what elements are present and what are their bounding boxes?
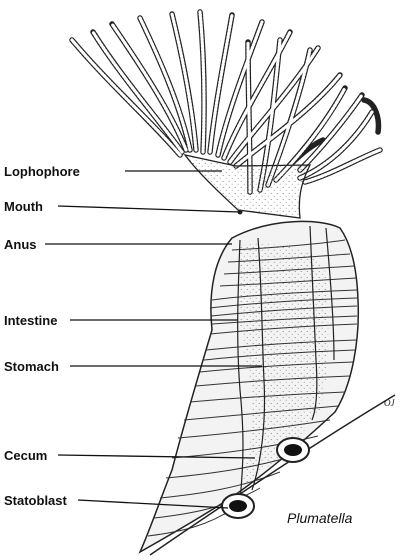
genus-caption: Plumatella (287, 510, 352, 526)
label-anus: Anus (4, 238, 37, 252)
label-intestine: Intestine (4, 314, 57, 328)
label-cecum: Cecum (4, 449, 47, 463)
artist-mark: OJ (384, 398, 395, 408)
label-stomach: Stomach (4, 360, 59, 374)
statoblast-lower (222, 494, 254, 518)
label-lophophore: Lophophore (4, 165, 80, 179)
label-mouth: Mouth (4, 200, 43, 214)
leader-mouth (58, 206, 240, 212)
statoblast-upper (277, 438, 309, 462)
label-statoblast: Statoblast (4, 494, 67, 508)
